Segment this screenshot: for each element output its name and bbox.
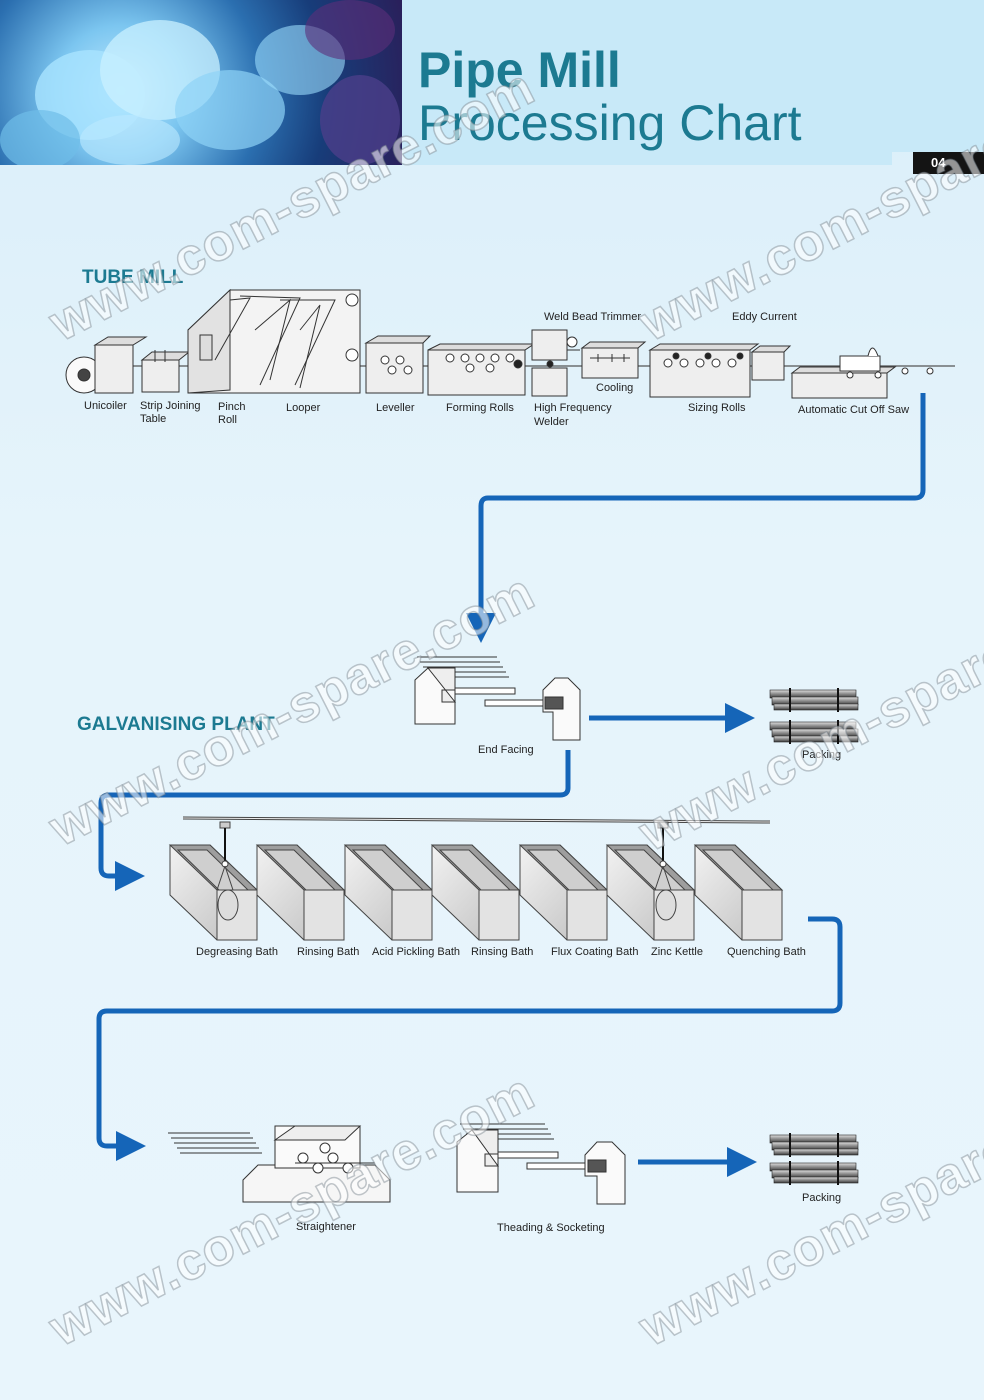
- strip-joining-machine: [140, 350, 191, 393]
- label-sizing-rolls: Sizing Rolls: [688, 402, 746, 414]
- packing-bundle-2: [769, 1133, 859, 1185]
- header-right-band: [892, 0, 984, 152]
- label-strip-joining-1: Strip Joining: [140, 400, 201, 412]
- label-bath-rinsing-2: Rinsing Bath: [471, 946, 534, 958]
- label-unicoiler: Unicoiler: [84, 400, 127, 412]
- label-forming-rolls: Forming Rolls: [446, 402, 514, 414]
- leveller-machine: [364, 335, 432, 394]
- label-leveller: Leveller: [376, 402, 415, 414]
- straightener-machine: [168, 1125, 391, 1203]
- label-hf-welder-1: High Frequency: [534, 402, 612, 414]
- coral-image: [0, 0, 400, 165]
- label-eddy-current: Eddy Current: [732, 311, 797, 323]
- tube-mill-line: [65, 288, 955, 399]
- galvanising-plant-heading: GALVANISING PLANT: [77, 714, 275, 735]
- label-bath-quenching: Quenching Bath: [727, 946, 806, 958]
- eddy-current-unit: [750, 345, 792, 381]
- label-looper: Looper: [286, 402, 321, 414]
- label-straightener: Straightener: [296, 1221, 356, 1233]
- cut-off-saw-machine: [790, 347, 934, 399]
- galvanising-baths: [168, 816, 783, 941]
- flow-arrow-3: [98, 750, 571, 891]
- threading-socketing-machine: [456, 1123, 626, 1205]
- forming-rolls-machine: [427, 343, 536, 396]
- label-end-facing: End Facing: [478, 744, 534, 756]
- label-bath-degreasing: Degreasing Bath: [196, 946, 278, 958]
- hf-welder-machine: [531, 329, 580, 397]
- flow-arrow-4: [96, 916, 843, 1161]
- sizing-rolls-machine: [648, 343, 760, 398]
- unicoiler-machine: [65, 336, 148, 394]
- cooling-unit: [580, 341, 647, 379]
- header-photo: [0, 0, 402, 165]
- label-pinch-2: Roll: [218, 414, 237, 426]
- label-cut-off-saw: Automatic Cut Off Saw: [798, 404, 910, 416]
- label-packing-2: Packing: [802, 1192, 842, 1204]
- header-band: [402, 0, 892, 165]
- page-title-line1: Pipe Mill: [418, 42, 621, 98]
- label-hf-welder-2: Welder: [534, 416, 569, 428]
- label-bath-zinc-kettle: Zinc Kettle: [651, 946, 703, 958]
- page-title-line2: Processing Chart: [418, 95, 802, 151]
- label-bath-acid-pickling: Acid Pickling Bath: [372, 946, 461, 958]
- hoist-degreasing: [216, 821, 239, 921]
- label-cooling: Cooling: [596, 382, 634, 394]
- hoist-zinc-kettle: [654, 821, 677, 921]
- label-pinch-1: Pinch: [218, 401, 246, 413]
- tube-mill-heading: TUBE MILL: [82, 267, 184, 288]
- label-bath-flux-coating: Flux Coating Bath: [551, 946, 639, 958]
- label-strip-joining-2: Table: [140, 413, 167, 425]
- label-threading: Theading & Socketing: [497, 1222, 605, 1234]
- page-number: 04: [913, 152, 984, 174]
- looper-machine: [187, 288, 361, 394]
- label-bath-rinsing-1: Rinsing Bath: [297, 946, 360, 958]
- label-packing-1: Packing: [802, 749, 842, 761]
- flow-arrow-1: [466, 393, 926, 643]
- label-weld-bead-trimmer: Weld Bead Trimmer: [544, 311, 641, 323]
- packing-bundle-1: [769, 688, 859, 744]
- flow-arrows: [96, 393, 926, 1177]
- end-facing-machine: [414, 656, 581, 741]
